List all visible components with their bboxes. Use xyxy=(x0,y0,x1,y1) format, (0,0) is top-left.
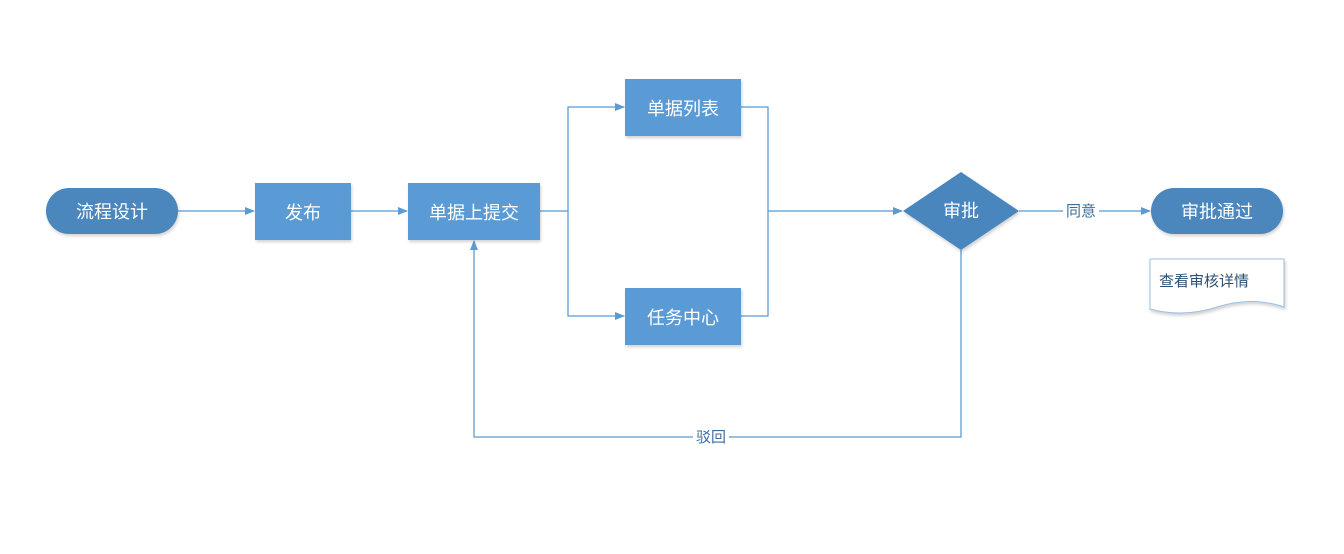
view-details-doc[interactable] xyxy=(1149,258,1285,314)
approve-diamond[interactable] xyxy=(903,172,1019,250)
edge-label-reject: 驳回 xyxy=(693,428,730,446)
edge-label-agree: 同意 xyxy=(1063,202,1100,220)
view-details-label: 查看审核详情 xyxy=(1159,272,1250,290)
edge-to-task-center xyxy=(567,211,625,320)
approve-label: 审批 xyxy=(943,201,979,222)
node-submit[interactable]: 单据上提交 xyxy=(408,183,540,240)
edge-to-doc-list xyxy=(567,103,625,211)
node-flow-design[interactable]: 流程设计 xyxy=(46,188,178,234)
edge-doc-list-merge xyxy=(741,106,769,211)
node-task-center[interactable]: 任务中心 xyxy=(625,288,741,345)
node-approved[interactable]: 审批通过 xyxy=(1151,188,1283,234)
node-doc-list[interactable]: 单据列表 xyxy=(625,79,741,136)
edge-task-center-merge xyxy=(741,211,769,317)
node-publish[interactable]: 发布 xyxy=(255,183,351,240)
